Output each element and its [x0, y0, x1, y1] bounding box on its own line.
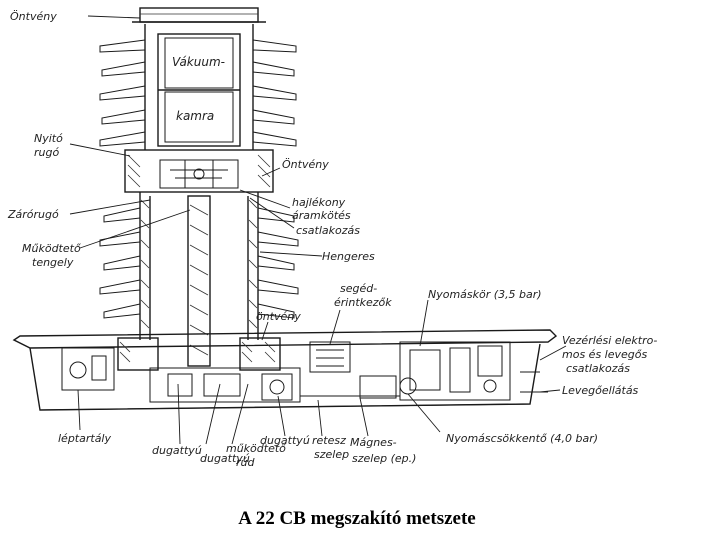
lower-insulator: [99, 192, 299, 367]
label-nyito-rugo-2: rugó: [34, 146, 59, 159]
label-leptartaly: léptartály: [58, 432, 111, 445]
label-vakuum: Vákuum-: [172, 55, 225, 69]
label-rete-2: szelep: [314, 448, 349, 461]
label-nyito-rugo-1: Nyitó: [34, 132, 63, 145]
label-dugattyu-2: dugattyú: [200, 452, 250, 465]
label-vezerlo-2: mos és levegős: [562, 348, 647, 361]
label-vezerlo-1: Vezérlési elektro-: [562, 334, 657, 347]
label-dugattyu-3: dugattyú: [260, 434, 310, 447]
label-zarorugo: Zárórugó: [7, 208, 59, 221]
label-magnes-2: szelep (ep.): [352, 452, 416, 465]
label-nyomascsokkento: Nyomáscsökkentő (4,0 bar): [446, 432, 598, 445]
label-ontveny-mid: Öntvény: [282, 158, 329, 171]
label-ontveny-low: öntvény: [256, 310, 301, 323]
label-dugattyu-1: dugattyú: [152, 444, 202, 457]
leader-lines: [69, 15, 567, 445]
label-rete-1: retesz: [312, 434, 346, 447]
figure-caption: A 22 CB megszakító metszete: [238, 508, 476, 529]
label-kamra: kamra: [176, 109, 214, 123]
label-ontveny-top: Öntvény: [10, 10, 57, 23]
upper-insulator-sheds: [99, 24, 297, 150]
label-segedkapcsolo-1: segéd-: [340, 282, 377, 295]
label-hajlekony-1: hajlékony: [292, 196, 346, 209]
label-vezerlo-3: csatlakozás: [566, 362, 630, 375]
top-casting: [132, 7, 266, 23]
label-mukodteto-1: Működtető: [22, 242, 81, 255]
label-mukodteto-2: tengely: [32, 256, 74, 269]
label-levegoellatas: Levegőellátás: [562, 384, 639, 397]
middle-casting: [124, 149, 274, 193]
label-segedkapcsolo-2: érintkezők: [334, 296, 392, 309]
label-magnes-1: Mágnes-: [350, 436, 397, 449]
label-mukodteto-rud-1: működtető: [226, 442, 286, 455]
label-hengeres: Hengeres: [322, 250, 375, 263]
label-mukodteto-rud-2: rúd: [236, 456, 255, 469]
vacuum-chamber: [157, 33, 241, 147]
base-housing: [12, 329, 558, 411]
label-nyomaskor: Nyomáskör (3,5 bar): [428, 288, 542, 301]
label-hajlekony-3: csatlakozás: [296, 224, 360, 237]
callout-labels: Öntvény Vákuum- kamra Nyitó rugó Öntvény…: [7, 10, 657, 469]
label-hajlekony-2: áramkötés: [292, 209, 351, 222]
